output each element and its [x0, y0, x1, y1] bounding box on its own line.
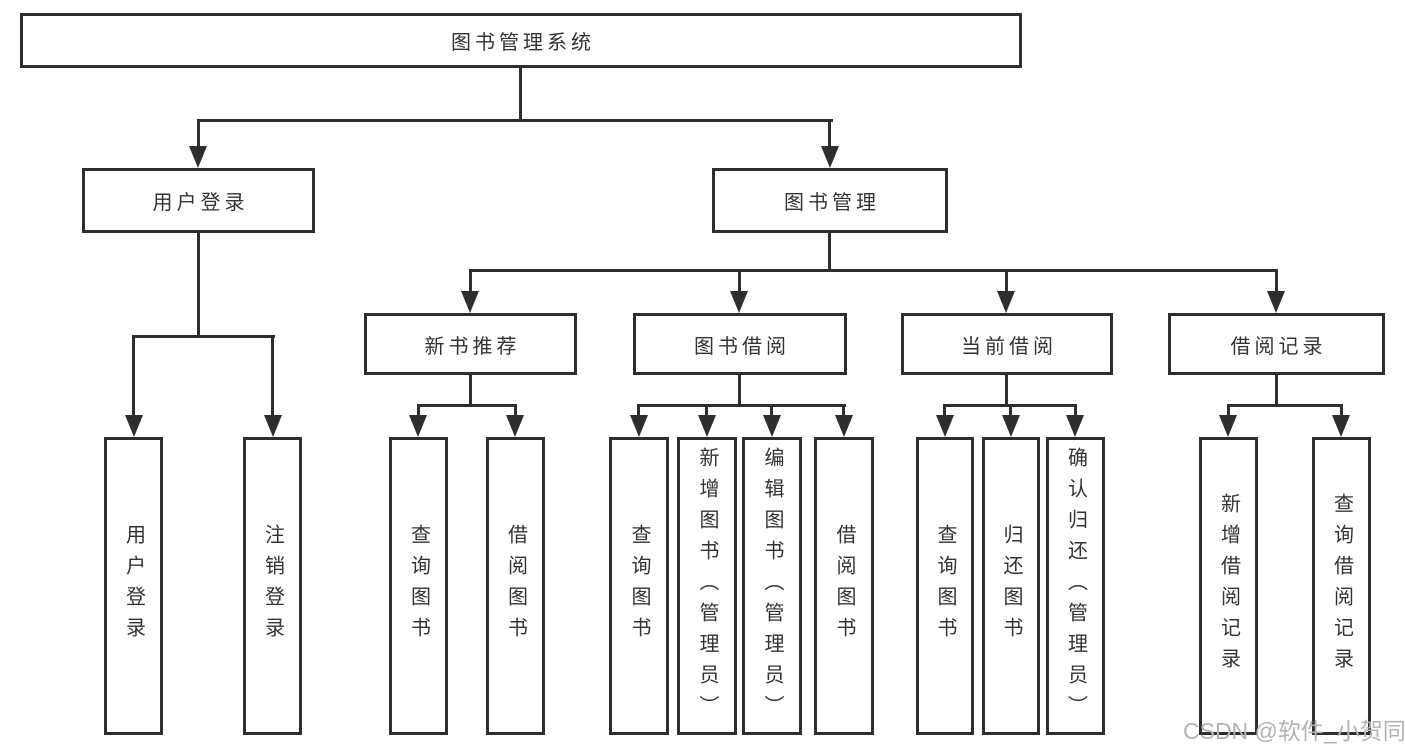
leaf-add-book-admin: 新增图书（管理员）	[677, 437, 737, 735]
connector-line	[1005, 375, 1008, 406]
connector-line	[637, 404, 640, 420]
node-user-login: 用户登录	[82, 168, 315, 233]
leaf-label: 新增借阅记录	[1217, 493, 1240, 679]
leaf-confirm-return-admin: 确认归还（管理员）	[1046, 437, 1105, 735]
arrow-down-icon	[264, 415, 282, 437]
connector-line	[1227, 404, 1230, 420]
leaf-label: 借阅图书	[504, 524, 527, 648]
leaf-user-login: 用户登录	[104, 437, 163, 735]
leaf-label: 新增图书（管理员）	[696, 446, 718, 726]
connector-line	[417, 404, 517, 407]
connector-line	[1340, 404, 1343, 420]
leaf-label: 查询图书	[628, 524, 650, 648]
connector-line	[1275, 375, 1278, 406]
connector-line	[469, 269, 472, 295]
arrow-down-icon	[835, 415, 853, 437]
leaf-query-borrow-record: 查询借阅记录	[1312, 437, 1371, 735]
connector-line	[842, 404, 845, 420]
connector-line	[132, 335, 275, 338]
arrow-down-icon	[1002, 415, 1020, 437]
connector-line	[770, 404, 773, 420]
connector-line	[705, 404, 708, 420]
leaf-label: 查询借阅记录	[1330, 493, 1353, 679]
leaf-borrow-book: 借阅图书	[486, 437, 545, 735]
connector-line	[417, 404, 420, 420]
leaf-label: 查询图书	[407, 524, 430, 648]
arrow-down-icon	[630, 415, 648, 437]
connector-line	[637, 404, 846, 407]
leaf-query-book: 查询图书	[916, 437, 974, 735]
connector-line	[738, 269, 741, 295]
csdn-watermark: CSDN @软件_小贺同学	[1183, 718, 1405, 744]
connector-line	[132, 335, 135, 419]
arrow-down-icon	[125, 415, 143, 437]
connector-line	[1009, 404, 1012, 420]
arrow-down-icon	[730, 291, 748, 313]
connector-line	[197, 233, 200, 337]
connector-line	[943, 404, 946, 420]
arrow-down-icon	[698, 415, 716, 437]
node-book-management: 图书管理	[712, 168, 948, 233]
leaf-label: 编辑图书（管理员）	[761, 446, 783, 726]
connector-line	[1074, 404, 1077, 420]
node-current-borrow: 当前借阅	[901, 313, 1113, 375]
arrow-down-icon	[1332, 415, 1350, 437]
arrow-down-icon	[1066, 415, 1084, 437]
connector-line	[469, 269, 1278, 272]
leaf-logout: 注销登录	[243, 437, 302, 735]
arrow-down-icon	[997, 291, 1015, 313]
leaf-label: 借阅图书	[833, 524, 855, 648]
arrow-down-icon	[1267, 291, 1285, 313]
node-library-system: 图书管理系统	[20, 13, 1022, 68]
arrow-down-icon	[1219, 415, 1237, 437]
leaf-add-borrow-record: 新增借阅记录	[1199, 437, 1258, 735]
leaf-query-book: 查询图书	[389, 437, 448, 735]
arrow-down-icon	[461, 291, 479, 313]
connector-line	[1227, 404, 1342, 407]
connector-line	[519, 68, 522, 121]
arrow-down-icon	[189, 146, 207, 168]
connector-line	[469, 375, 472, 406]
connector-line	[271, 335, 274, 419]
connector-line	[1275, 269, 1278, 295]
arrow-down-icon	[506, 415, 524, 437]
leaf-label: 用户登录	[122, 524, 145, 648]
connector-line	[197, 119, 200, 151]
arrow-down-icon	[409, 415, 427, 437]
leaf-return-book: 归还图书	[982, 437, 1040, 735]
connector-line	[828, 119, 831, 151]
node-book-borrow: 图书借阅	[633, 313, 847, 375]
node-new-book-recommend: 新书推荐	[364, 313, 577, 375]
leaf-query-book: 查询图书	[609, 437, 669, 735]
leaf-label: 查询图书	[934, 524, 956, 648]
leaf-borrow-book: 借阅图书	[814, 437, 874, 735]
leaf-label: 注销登录	[261, 524, 284, 648]
node-borrow-records: 借阅记录	[1168, 313, 1385, 375]
connector-line	[828, 233, 831, 271]
connector-line	[1005, 269, 1008, 295]
leaf-label: 归还图书	[1000, 524, 1022, 648]
connector-line	[514, 404, 517, 420]
leaf-edit-book-admin: 编辑图书（管理员）	[742, 437, 802, 735]
connector-line	[197, 119, 833, 122]
leaf-label: 确认归还（管理员）	[1064, 446, 1087, 726]
arrow-down-icon	[936, 415, 954, 437]
connector-line	[738, 375, 741, 406]
arrow-down-icon	[763, 415, 781, 437]
arrow-down-icon	[821, 146, 839, 168]
